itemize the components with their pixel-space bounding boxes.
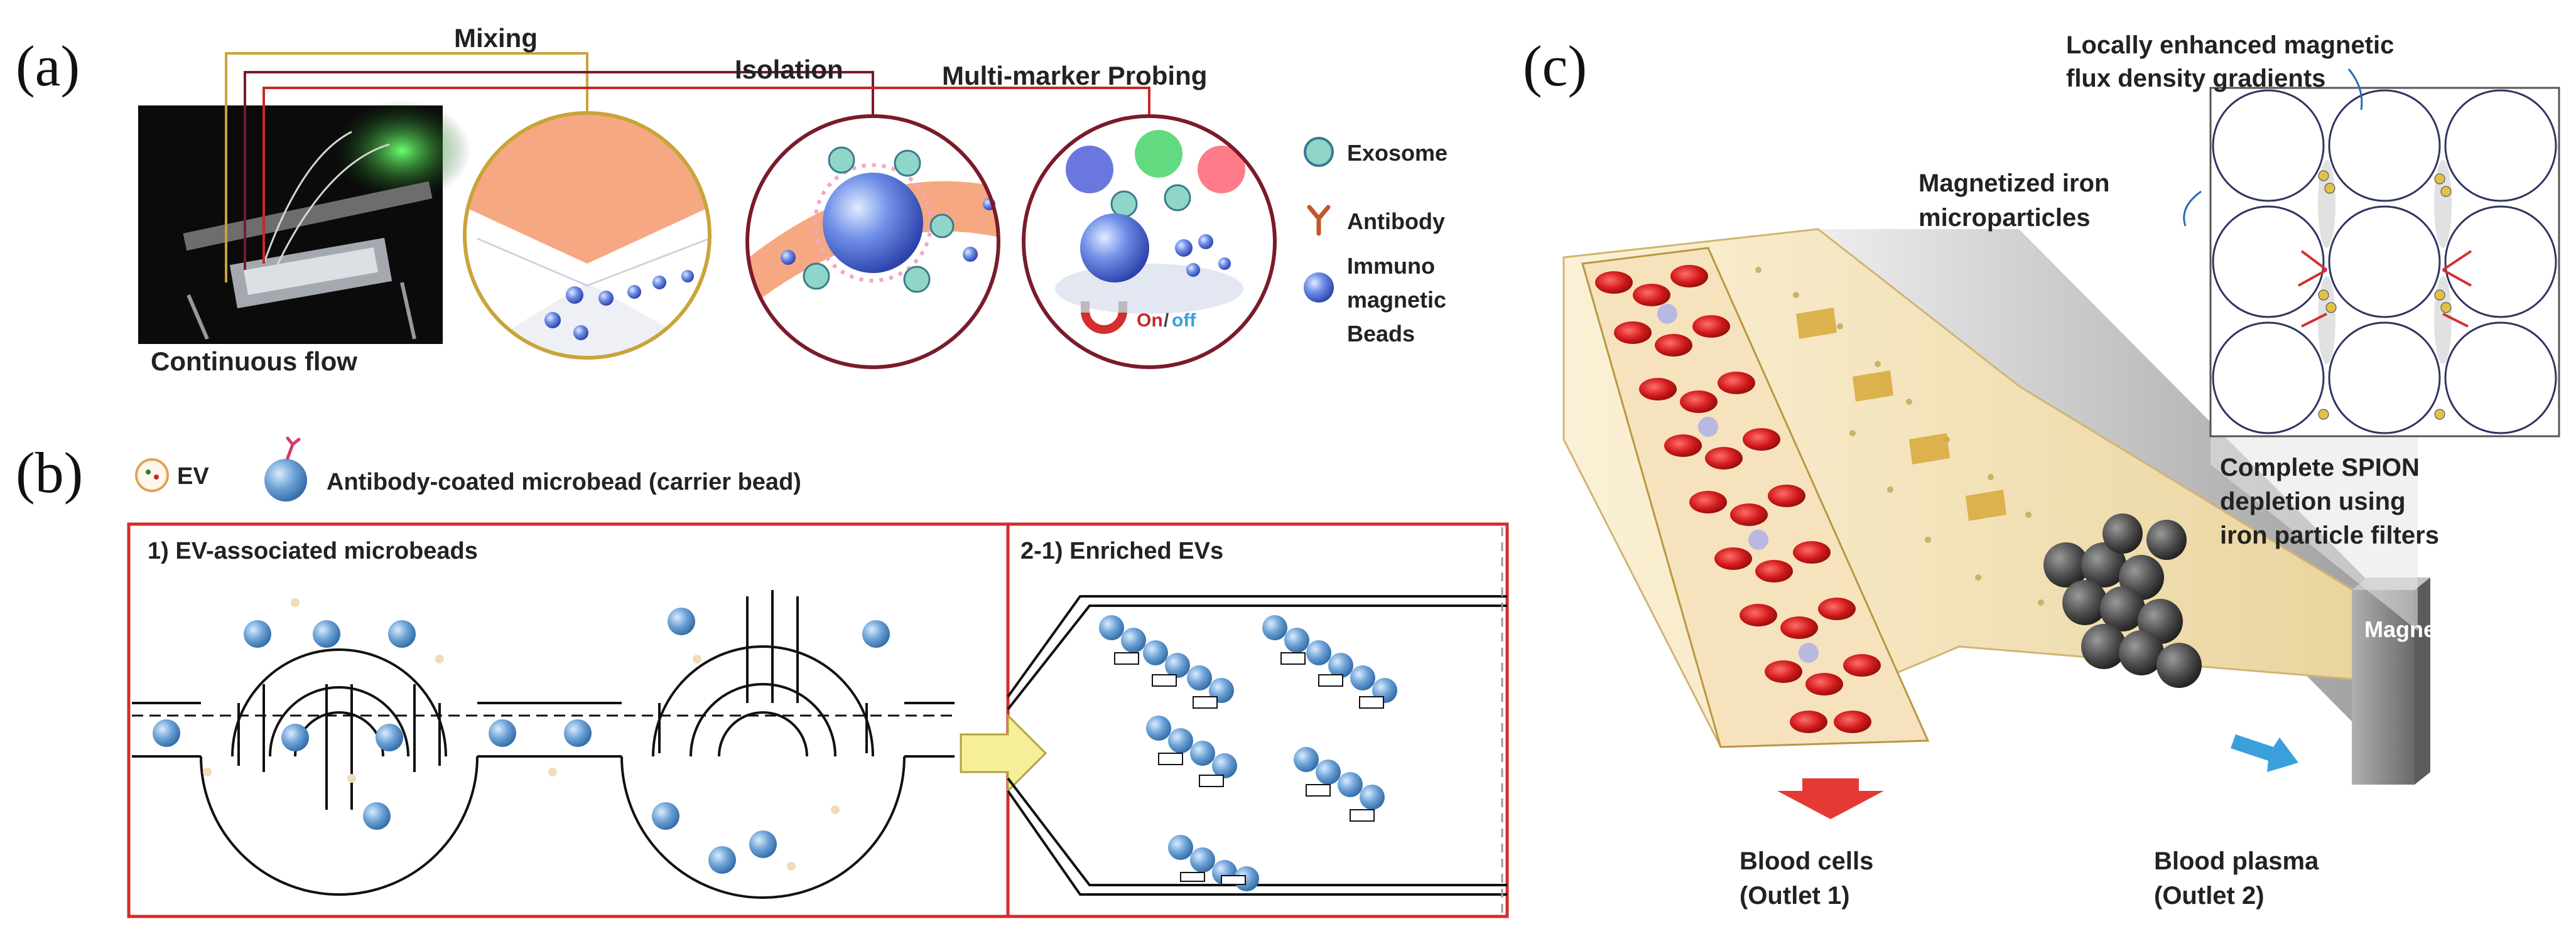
spion-label-2: depletion using [2220,488,2406,515]
mixing-channel [132,590,955,899]
captured-exosomes [781,146,995,293]
channel-beads [153,608,890,874]
outlet1-label-2: (Outlet 1) [1740,882,1850,910]
panel-b: EV Antibody-coated microbead (carrier be… [127,436,1509,918]
probing-label: Multi-marker Probing [942,61,1207,90]
device-photo [138,100,471,344]
ev-legend-icon [135,458,169,492]
legend-beads-2: magnetic [1347,287,1446,313]
spion-label-1: Complete SPION [2220,454,2420,481]
mixing-circle [463,111,712,360]
free-evs [203,598,840,871]
red-blood-cells [1595,265,1881,733]
slash-label: / [1164,310,1169,331]
isolation-circle [745,114,1000,369]
enrichment-chamber [1007,595,1507,896]
exosome-icon [1304,137,1334,167]
legend-bead: Antibody-coated microbead (carrier bead) [327,469,801,495]
box1-title: 1) EV-associated microbeads [148,538,478,564]
stage-connector-lines [225,52,1150,282]
panel-a-letter: (a) [16,34,80,98]
magnet-icon [1081,301,1127,334]
panel-c: Magnet [1562,31,2560,910]
iron-label-1: Magnetized iron [1918,169,2109,197]
outlet2-arrow [2231,734,2298,772]
spion-label-3: iron particle filters [2220,522,2439,549]
flux-gradient-inset [2183,68,2560,631]
legend-beads-3: Beads [1347,321,1415,346]
panel-a: Continuous flow Mixing Isolation Multi-m… [138,23,1448,376]
outlet1-label-1: Blood cells [1740,847,1873,875]
panel-b-frame [127,522,1509,918]
panel-a-legend: Exosome Antibody Immuno magnetic Beads [1304,137,1448,346]
outlet2-label-1: Blood plasma [2154,847,2319,875]
isolation-label: Isolation [735,55,843,84]
blood-cell-stream [1581,247,1930,748]
magnet-label: Magnet [2364,616,2443,642]
box2-title: 2-1) Enriched EVs [1020,538,1223,564]
panel-c-letter: (c) [1523,34,1588,98]
legend-antibody: Antibody [1347,208,1445,234]
outlet2-label-2: (Outlet 2) [2154,882,2265,910]
plasma-flow-arrows [1796,308,2006,521]
on-label: On [1137,310,1163,331]
off-label: off [1172,310,1196,331]
gradients-label-2: flux density gradients [2066,65,2325,92]
outlet1-arrow [1777,778,1884,819]
channel-wall [1818,229,2415,785]
mixing-label: Mixing [454,23,538,53]
immunomagnetic-bead-icon [1304,272,1334,303]
legend-exosome: Exosome [1347,140,1448,166]
probing-circle: On / off [1022,114,1277,369]
gradients-label-1: Locally enhanced magnetic [2066,31,2394,59]
iron-label-2: microparticles [1918,204,2090,232]
bead-group [544,270,694,340]
continuous-flow-label: Continuous flow [151,346,357,376]
antibody-icon [1307,205,1331,236]
legend-ev: EV [177,463,209,490]
trapped-beads [1099,615,1397,891]
flow-arrow [960,713,1047,793]
panel-b-letter: (b) [16,441,84,505]
iron-particle-filter [2043,513,2202,688]
legend-beads-1: Immuno [1347,253,1435,279]
carrier-bead-legend-icon [264,436,307,502]
